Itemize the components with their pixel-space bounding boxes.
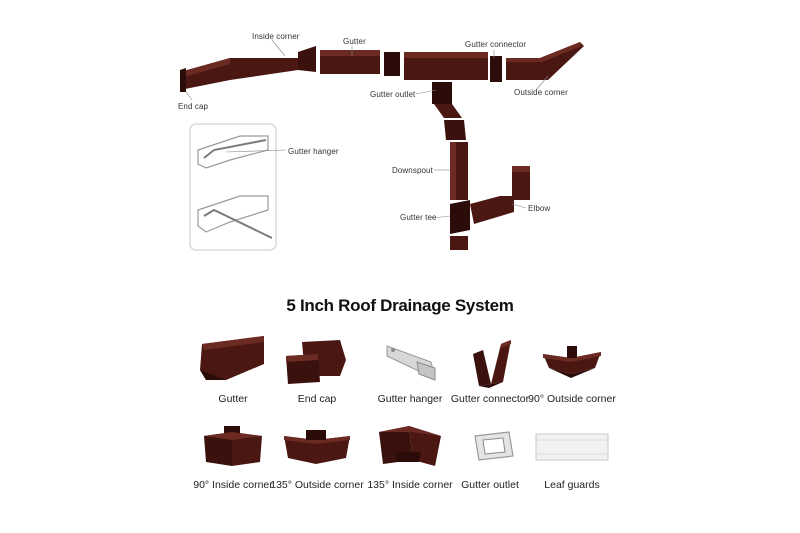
part-label-outside-corner-90: 90° Outside corner: [528, 393, 616, 405]
end-cap-icon: [286, 340, 346, 384]
inside-corner-90-icon: [204, 426, 262, 466]
page-title: 5 Inch Roof Drainage System: [286, 296, 514, 315]
part-leaf-guards: Leaf guards: [524, 422, 620, 491]
leader-lines: [185, 39, 549, 219]
tee-part: [450, 200, 470, 234]
gutter-connector-icon: [473, 340, 511, 388]
part-gutter-hanger: Gutter hanger: [362, 334, 458, 405]
inside-corner-135-icon: [379, 426, 441, 466]
part-inside-corner-135: 135° Inside corner: [362, 422, 458, 491]
callout-gutter-hanger: Gutter hanger: [288, 147, 339, 156]
callout-gutter-connector: Gutter connector: [465, 40, 527, 49]
part-label-end-cap: End cap: [297, 393, 337, 405]
connector-part-2: [490, 56, 502, 82]
part-label-inside-corner-90: 90° Inside corner: [193, 479, 273, 491]
part-label-gutter-hanger: Gutter hanger: [377, 393, 443, 405]
part-end-cap: End cap: [269, 334, 365, 405]
part-label-inside-corner-135: 135° Inside corner: [367, 479, 453, 491]
callout-gutter-tee: Gutter tee: [400, 213, 437, 222]
elbow-part: [470, 196, 514, 224]
part-gutter-outlet: Gutter outlet: [442, 422, 538, 491]
exploded-diagram: Inside corner Gutter Gutter connector En…: [178, 32, 584, 251]
callout-downspout: Downspout: [392, 166, 433, 175]
gutter-outlet-icon: [474, 431, 514, 461]
part-inside-corner-90: 90° Inside corner: [185, 422, 281, 491]
end-cap-part: [180, 68, 186, 92]
callout-end-cap: End cap: [178, 102, 209, 111]
part-outside-corner-90: 90° Outside corner: [524, 334, 620, 405]
callout-inside-corner: Inside corner: [252, 32, 300, 41]
outside-corner-90-icon: [543, 346, 601, 378]
gutter-run: [180, 42, 584, 92]
outlet-part: [432, 82, 452, 104]
part-label-leaf-guards: Leaf guards: [544, 479, 600, 491]
part-outside-corner-135: 135° Outside corner: [269, 422, 365, 491]
gutter-icon: [200, 336, 264, 380]
outside-corner-135-icon: [284, 430, 350, 464]
callout-outside-corner: Outside corner: [514, 88, 568, 97]
part-gutter: Gutter: [185, 334, 281, 405]
hanger-inset: [189, 123, 277, 251]
callout-gutter: Gutter: [343, 37, 366, 46]
gutter-hanger-icon: [386, 345, 436, 381]
part-label-gutter: Gutter: [218, 393, 248, 405]
gutter-system-illustration: [180, 39, 584, 251]
part-label-gutter-outlet: Gutter outlet: [461, 479, 519, 491]
callout-gutter-outlet: Gutter outlet: [370, 90, 416, 99]
part-label-gutter-connector: Gutter connector: [450, 393, 530, 405]
inside-corner-part: [298, 46, 316, 72]
part-gutter-connector: Gutter connector: [442, 334, 538, 405]
downspout-assembly: [432, 82, 530, 250]
part-label-outside-corner-135: 135° Outside corner: [270, 479, 364, 491]
callout-elbow: Elbow: [528, 204, 551, 213]
leaf-guard-icon: [535, 433, 609, 461]
connector-part: [384, 52, 400, 76]
